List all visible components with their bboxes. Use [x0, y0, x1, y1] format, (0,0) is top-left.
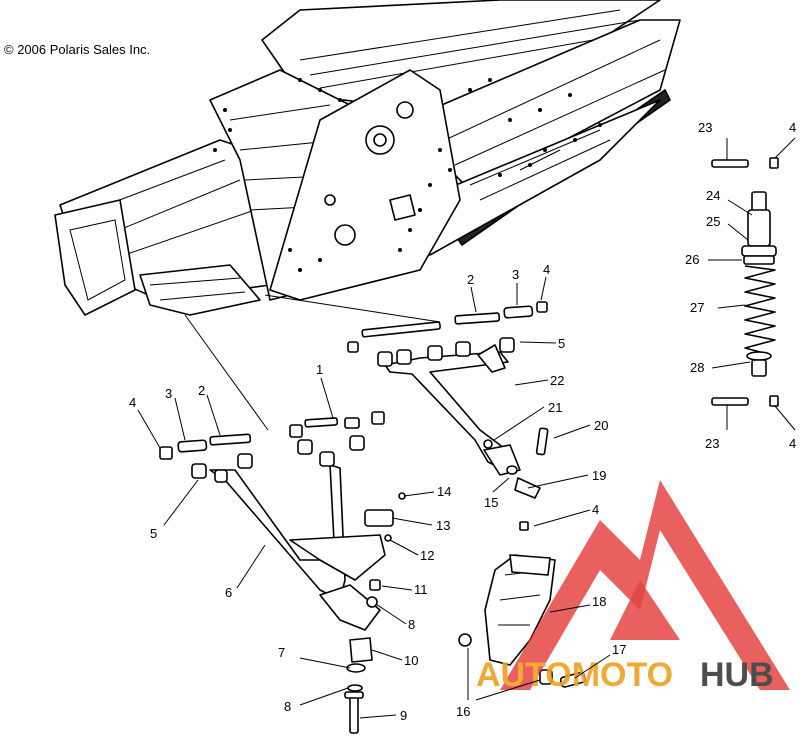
callout-6: 6	[225, 585, 232, 600]
callout-1: 1	[316, 362, 323, 377]
callout-9: 9	[400, 708, 407, 723]
callout-15: 15	[484, 495, 498, 510]
ball-joint-stack	[344, 637, 373, 734]
callout-28: 28	[690, 360, 704, 375]
callout-5-upper: 5	[558, 336, 565, 351]
callout-11: 11	[414, 582, 428, 597]
callout-4-lower: 4	[129, 395, 136, 410]
callout-23-upper: 23	[698, 120, 712, 135]
callout-4-shock-lower: 4	[789, 436, 796, 451]
callout-22: 22	[550, 373, 564, 388]
callout-4-spindle: 4	[592, 502, 599, 517]
callout-27: 27	[690, 300, 704, 315]
watermark-logo: AUTOMOTO HUB	[476, 480, 790, 694]
callout-13: 13	[436, 518, 450, 533]
copyright-text: © 2006 Polaris Sales Inc.	[4, 42, 150, 57]
callout-19: 19	[592, 468, 606, 483]
callout-26: 26	[685, 252, 699, 267]
callout-2-lower: 2	[198, 383, 205, 398]
shock-absorber	[711, 157, 779, 407]
callout-5-lower: 5	[150, 526, 157, 541]
callout-labels: 1 2 3 4 5 22 21 20 19 15 4 14 13 12 11 8…	[129, 120, 796, 723]
upper-bushings	[347, 321, 515, 367]
lower-bushings	[289, 411, 385, 467]
callout-3-lower: 3	[165, 386, 172, 401]
upper-shaft-right	[454, 301, 548, 325]
callout-2-upper: 2	[467, 272, 474, 287]
callout-21: 21	[548, 400, 562, 415]
callout-24: 24	[706, 188, 720, 203]
callout-12: 12	[420, 548, 434, 563]
callout-7: 7	[278, 645, 285, 660]
callout-3-upper: 3	[512, 267, 519, 282]
callout-16: 16	[456, 704, 470, 719]
callout-23-lower: 23	[705, 436, 719, 451]
callout-20: 20	[594, 418, 608, 433]
watermark-text-2: HUB	[700, 656, 774, 694]
callout-4-shock-upper: 4	[789, 120, 796, 135]
watermark-text-1: AUTOMOTO	[476, 656, 673, 694]
chassis-frame	[54, 0, 681, 316]
callout-14: 14	[437, 484, 451, 499]
callout-10: 10	[404, 653, 418, 668]
callout-8-lower: 8	[284, 699, 291, 714]
callout-4-upper: 4	[543, 262, 550, 277]
callout-8-upper: 8	[408, 617, 415, 632]
callout-17: 17	[612, 642, 626, 657]
callout-18: 18	[592, 594, 606, 609]
spindle	[458, 554, 586, 688]
lower-a-arm	[209, 464, 386, 631]
leader-lines	[137, 137, 796, 719]
callout-25: 25	[706, 214, 720, 229]
tie-rod-parts	[483, 427, 549, 531]
lower-shaft-left	[159, 433, 253, 483]
